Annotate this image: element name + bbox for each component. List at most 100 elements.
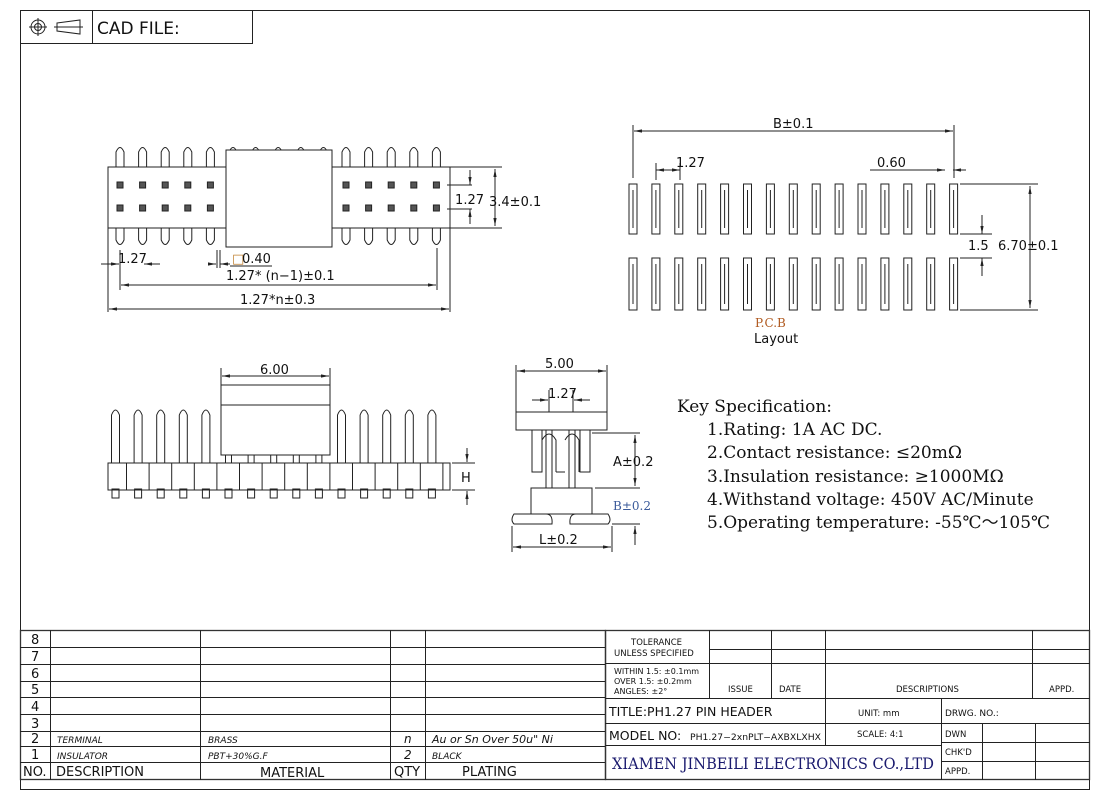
pin-square bbox=[342, 181, 350, 189]
pin-square bbox=[387, 204, 395, 212]
bill-of-materials-table: NO. DESCRIPTION MATERIAL QTY PLATING 876… bbox=[19, 629, 607, 781]
side-view bbox=[107, 384, 451, 499]
pin-outline bbox=[364, 147, 374, 245]
header-material: MATERIAL bbox=[260, 766, 325, 781]
pin-square bbox=[365, 204, 373, 212]
pin-tail bbox=[405, 488, 414, 499]
bom-cell-material: PBT+30%G.F bbox=[208, 752, 268, 762]
bom-cell-no: 8 bbox=[31, 633, 39, 648]
pin-tail bbox=[156, 488, 165, 499]
pin-outline bbox=[183, 147, 193, 245]
pcb-pad bbox=[720, 257, 730, 311]
pcb-pad bbox=[834, 183, 844, 235]
scale: SCALE: 4:1 bbox=[857, 730, 904, 740]
pcb-pad bbox=[674, 257, 684, 311]
pcb-pad bbox=[834, 257, 844, 311]
pcb-pad bbox=[857, 257, 867, 311]
pin-square bbox=[410, 181, 418, 189]
pin-square bbox=[432, 181, 440, 189]
pcb-pad bbox=[926, 257, 936, 311]
pin-square bbox=[116, 181, 124, 189]
pcb-pad bbox=[857, 183, 867, 235]
model-no-label: MODEL NO: bbox=[609, 728, 681, 743]
tolerance-over: OVER 1.5: ±0.2mm bbox=[614, 677, 692, 686]
bom-cell-description: TERMINAL bbox=[57, 736, 103, 746]
pin-side bbox=[315, 455, 323, 463]
drawing-number-label: DRWG. NO.: bbox=[945, 709, 999, 719]
body-width-dim: 6.00 bbox=[260, 363, 289, 378]
appd-header: APPD. bbox=[1049, 685, 1074, 695]
pcb-layout bbox=[628, 183, 959, 311]
spec-item: 4.Withstand voltage: 450V AC/Minute bbox=[707, 490, 1034, 510]
date-header: DATE bbox=[779, 685, 801, 695]
pin-square bbox=[161, 181, 169, 189]
pcb-pad bbox=[697, 257, 707, 311]
bom-cell-no: 6 bbox=[31, 667, 39, 682]
pin-tail bbox=[360, 488, 369, 499]
pin-tail bbox=[247, 488, 256, 499]
model-no: PH1.27−2xnPLT−AXBXLXHX bbox=[690, 733, 821, 743]
pin-square bbox=[184, 204, 192, 212]
pin-outline bbox=[431, 147, 441, 245]
key-spec-title: Key Specification: bbox=[677, 397, 832, 417]
pin-outline bbox=[160, 147, 170, 245]
pin-square bbox=[161, 204, 169, 212]
pcb-pad bbox=[720, 183, 730, 235]
pin-square bbox=[184, 181, 192, 189]
pin-side bbox=[133, 409, 143, 463]
height-dim: 3.4±0.1 bbox=[489, 195, 541, 210]
pcb-pad bbox=[903, 183, 913, 235]
pin-side bbox=[247, 455, 255, 463]
pin bbox=[364, 147, 374, 245]
pin-square bbox=[206, 181, 214, 189]
end-width-dim: 5.00 bbox=[545, 357, 574, 372]
pin bbox=[183, 147, 193, 245]
appd-label: APPD. bbox=[945, 767, 970, 777]
projection-symbol-icon bbox=[29, 18, 47, 36]
pin-square bbox=[410, 204, 418, 212]
pin-side bbox=[178, 409, 188, 463]
pin-side bbox=[337, 409, 346, 463]
pcb-label: P.C.B bbox=[755, 316, 786, 330]
drawing-title: TITLE:PH1.27 PIN HEADER bbox=[608, 704, 773, 719]
pin-tail bbox=[382, 488, 391, 499]
spec-item: 2.Contact resistance: ≤20mΩ bbox=[707, 443, 962, 463]
unit: UNIT: mm bbox=[858, 709, 899, 719]
pin-outline bbox=[341, 147, 351, 245]
pcb-pad bbox=[880, 183, 890, 235]
pin bbox=[409, 147, 419, 245]
pcb-pad bbox=[628, 257, 638, 311]
pin-side bbox=[382, 409, 392, 463]
pin-square bbox=[139, 181, 147, 189]
pin-tail bbox=[337, 488, 346, 499]
key-specification: Key Specification: 1.Rating: 1A AC DC. 2… bbox=[677, 397, 1050, 533]
pcb-pad bbox=[811, 257, 821, 311]
pin-outline bbox=[386, 147, 396, 245]
top-view bbox=[107, 147, 451, 248]
tolerance-label: TOLERANCE bbox=[630, 638, 682, 648]
pin-side bbox=[427, 409, 437, 463]
bom-cell-no: 5 bbox=[31, 683, 39, 698]
dwn-label: DWN bbox=[945, 730, 966, 740]
header-description: DESCRIPTION bbox=[56, 765, 144, 780]
pin-tail bbox=[134, 488, 143, 499]
side-view-dimensions: 6.00 H bbox=[220, 363, 475, 505]
pcb-pad bbox=[651, 183, 661, 235]
header-qty: QTY bbox=[394, 765, 420, 780]
pcb-pad bbox=[903, 257, 913, 311]
pad-width-dim: 0.60 bbox=[877, 156, 906, 171]
pin-outline bbox=[138, 147, 148, 245]
bom-cell-no: 4 bbox=[31, 700, 39, 715]
pcb-pad bbox=[788, 257, 798, 311]
pin-square bbox=[206, 204, 214, 212]
pin-size-square-icon: □ bbox=[232, 252, 244, 267]
pcb-pad bbox=[674, 183, 684, 235]
cad-file-label: CAD FILE: bbox=[97, 19, 180, 39]
pin-square bbox=[432, 204, 440, 212]
issue-header: ISSUE bbox=[728, 685, 753, 695]
pcb-pad bbox=[880, 257, 890, 311]
pcb-pad bbox=[743, 257, 752, 311]
drawing-frame bbox=[20, 10, 1090, 790]
pcb-pad bbox=[628, 183, 638, 235]
pitch-dim: 1.27 bbox=[118, 252, 147, 267]
